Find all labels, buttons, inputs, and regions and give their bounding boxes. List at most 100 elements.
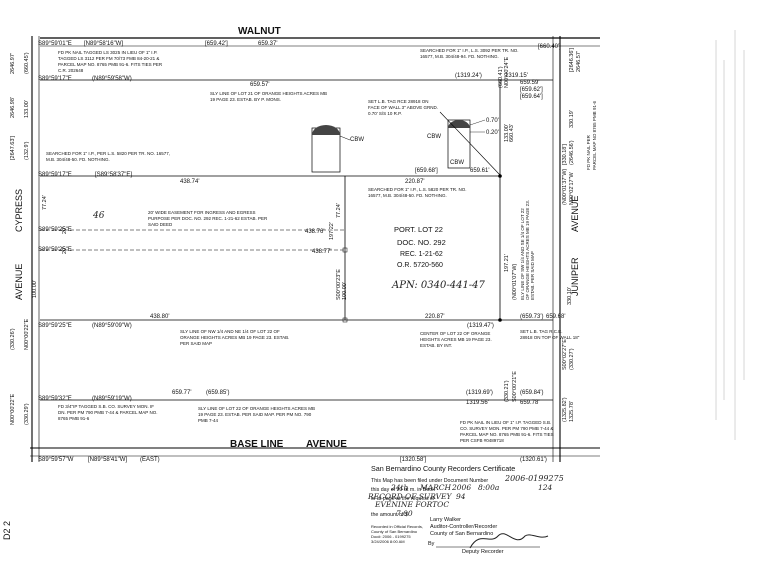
bearing-2: S89°59'17"E xyxy=(38,172,72,178)
bearing-tl1: S89°59'01"E xyxy=(38,41,72,47)
cert-stamp-4: 3/24/2006 8:00 AM xyxy=(371,539,405,544)
right-dim-2: 2646.57' xyxy=(576,51,582,72)
handwritten-apn: APN: 0340-441-47 xyxy=(391,280,486,291)
dim-3e: 659.68' xyxy=(546,314,566,320)
note-set-lb-2: 28918 ON TOP OF WALL 18" xyxy=(520,335,580,340)
monument-point-2 xyxy=(498,318,502,322)
lot-right-dim-6: (N00°01'07"W) xyxy=(512,263,518,300)
right-dim-3: 330.19' xyxy=(569,110,575,128)
lot-right-dim-5: 197.21' xyxy=(504,254,510,272)
recorders-certificate: San Bernardino County Recorders Certific… xyxy=(367,464,564,555)
bearing-6b: (N89°59'19"W) xyxy=(92,396,132,402)
dim-4b: (659.85') xyxy=(206,390,230,396)
note-bottom-right-1: FD PK NAIL IN LIEU OF 1" I.P. TAGGED S.B… xyxy=(460,420,551,425)
dim-4e: (659.84') xyxy=(520,390,544,396)
note-bottom-left-2: DN. PER PM 790 PMB 7-44 & PARCEL MAP NO. xyxy=(58,410,157,415)
note-center-1: CENTER OF LOT 22 OF ORANGE xyxy=(420,331,490,336)
cert-stamp-3: Doc#: 2006 - 0199275 xyxy=(371,534,411,539)
note-sly-1-1: SLY LINE OF NW 1/4 AND NE 1/4 OF LOT 22 … xyxy=(180,329,280,334)
hw-book: 124 xyxy=(538,483,553,492)
dim-3d: (659.73') xyxy=(520,314,544,320)
bottom-dim-2: (1320.61') xyxy=(520,457,547,463)
lot-right-dim-1: (660.41') xyxy=(498,66,504,88)
left-dim-11: (330.29') xyxy=(24,403,30,425)
bearing-bottom-2: [N89°58'41"W] xyxy=(88,457,127,463)
right-dim-6: (N00°01'37"W) xyxy=(562,168,568,205)
cert-line-1: This Map has been filed under Document N… xyxy=(371,478,488,484)
cert-deputy: Deputy Recorder xyxy=(462,549,504,555)
left-dim-6: (660.45') xyxy=(24,52,30,74)
bearing-5b: (N89°59'09"W) xyxy=(92,323,132,329)
hw-month: MARCH xyxy=(419,483,451,492)
right-note-pk-2: PARCEL MAP NO 8765 PMB 91-6 xyxy=(592,101,597,170)
note-searched-mid-2: M.B. 304/48-50. FD. NOTHING. xyxy=(46,157,110,162)
bearing-5: S89°59'25"E xyxy=(38,323,72,329)
right-note-pk: FD PK NAIL PER xyxy=(586,134,591,170)
cert-stamp-2: County of San Bernardino xyxy=(371,529,418,534)
note-easement-1: 20' WIDE EASEMENT FOR INGRESS AND EGRESS xyxy=(148,210,256,215)
corner-marker-1 xyxy=(342,247,348,253)
cypress-label-1: CYPRESS xyxy=(14,189,24,232)
note-set-tag-1: SET L.B. TAG RCE 28918 ON xyxy=(368,99,429,104)
left-dim-5: 2646.97' xyxy=(10,53,16,74)
cbw-structure-left xyxy=(311,125,351,173)
dim-020: 0.20' xyxy=(486,130,499,136)
dim-1c: 1319.15' xyxy=(505,73,528,79)
lot-rec: REC. 1-21-62 xyxy=(400,251,443,258)
dim-1f: [659.64'] xyxy=(520,94,543,100)
top-dim-2: 659.37' xyxy=(258,41,278,47)
dim-easement-1: 438.76' xyxy=(305,229,325,235)
hw-year: 2006 xyxy=(451,483,471,492)
note-fd-pk-1: FD PK NAIL TAGGED LS 3025 IN LIEU OF 1" … xyxy=(58,50,157,55)
cbw-label-1: CBW xyxy=(350,137,364,143)
cert-stamp-1: Recorded in Official Records, xyxy=(371,524,423,529)
hw-time: 8:00a xyxy=(478,483,499,492)
lot-right-dim-7: (330.21') xyxy=(504,380,510,402)
note-sly-22-1: SLY LINE OF LOT 22 OF ORANGE HEIGHTS ACR… xyxy=(198,406,315,411)
note-sly-1-3: PER SAID MAP xyxy=(180,341,212,346)
left-dim-3: 133.00' xyxy=(24,100,30,118)
right-dim-4: [330.18'] xyxy=(562,144,568,165)
top-dim-3: [660.40'] xyxy=(538,44,561,50)
right-dim-9: S00°02'27"E xyxy=(562,339,568,370)
dim-070: 0.70' xyxy=(486,118,499,124)
lot-or: O.R. 5720-560 xyxy=(397,262,443,269)
cert-by: By xyxy=(428,541,435,547)
cbw-structure-right xyxy=(439,111,501,176)
cert-recorder-title: Auditor-Controller/Recorder xyxy=(430,524,497,530)
left-dim-10: N00°00'22"E xyxy=(10,393,16,425)
left-dim-1: 2646.98' xyxy=(10,97,16,118)
hw-doc-number: 2006-0199275 xyxy=(504,474,564,483)
note-easement-2: PURPOSE PER DOC. NO. 292 REC. 1-21-62 ES… xyxy=(148,216,268,221)
juniper-label: JUNIPER xyxy=(570,257,580,296)
dim-1e: [659.62'] xyxy=(520,87,543,93)
note-center-3: ESTAB. BY INT. xyxy=(420,343,452,348)
dim-1: 659.57' xyxy=(250,82,270,88)
cert-title: San Bernardino County Recorders Certific… xyxy=(371,464,515,473)
lot-right-dim-8: S00°00'21"E xyxy=(512,371,518,402)
hw-page: 94 xyxy=(456,492,466,501)
bearing-bottom-1: S89°59'57"W xyxy=(38,457,74,463)
note-easement-3: SAID DEED xyxy=(148,222,173,227)
note-fd-pk-2: TAGGED LS 3112 PER FM 70/73 FMB 84-20-21… xyxy=(58,56,159,61)
hw-of: RECORD OF SURVEY xyxy=(367,492,453,501)
note-searched-lot-2: 16577, M.B. 304/48-50. FD. NOTHING. xyxy=(368,193,447,198)
note-searched-lot-1: SEARCHED FOR 1" I.P., L.S. 5820 PER TR. … xyxy=(368,187,466,192)
lot-label: PORT. LOT 22 xyxy=(394,225,443,234)
right-dim-7: N00°02'17"W xyxy=(569,171,575,205)
note-fd-pk-4: C.R. 202648 xyxy=(58,68,84,73)
bearing-6: S89°59'32"E xyxy=(38,396,72,402)
bearing-4: S89°59'25"E xyxy=(38,247,72,253)
lot-right-note-3: ESTAB. PER SAID MAP xyxy=(530,251,535,300)
note-sly-21-2: 19 PAGE 23. ESTAB. BY P. MONS. xyxy=(210,97,281,102)
lot-right-note-1: ELY LINE OF SW 1/4 AND SE 1/4 OF LOT 22 xyxy=(520,208,525,300)
right-dim-10: (330.27') xyxy=(569,348,575,370)
lot-west-dim-4: 100.00' xyxy=(342,282,348,300)
bottom-dim-1: [1320.58'] xyxy=(400,457,427,463)
dim-2: 438.74' xyxy=(180,179,200,185)
note-searched-top-2: 16577, M.B. 304/48-94. FD. NOTHING. xyxy=(420,54,499,59)
note-set-lb-1: SET L.B. TAG R.C.E. xyxy=(520,329,563,334)
cert-recorder-name: Larry Walker xyxy=(430,517,461,523)
right-dim-12: 1325.78' xyxy=(569,401,575,422)
